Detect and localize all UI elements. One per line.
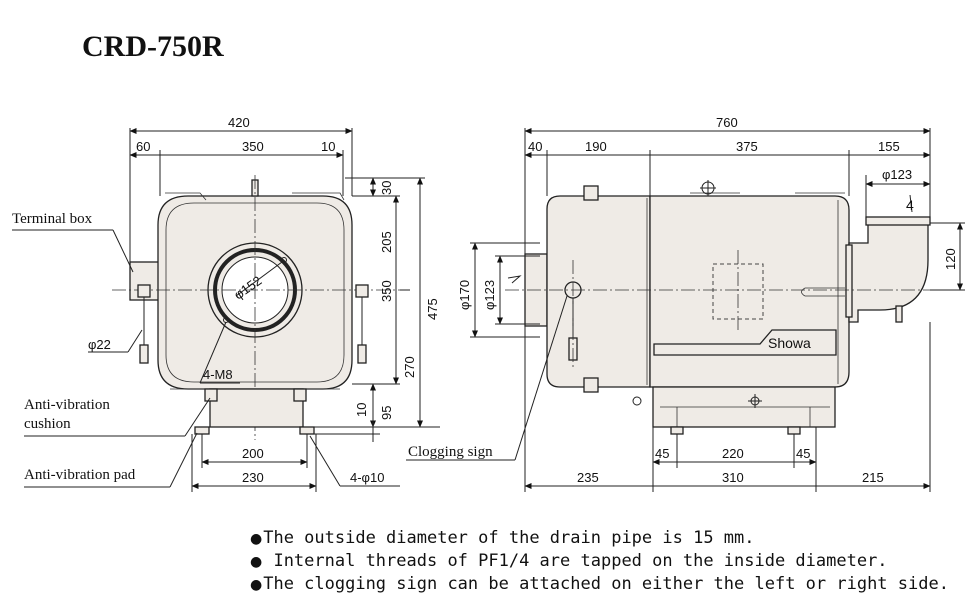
drain-diameter-label: φ22 <box>88 337 111 352</box>
dim-top-offset: 30 <box>379 181 394 195</box>
dim-right-215: 215 <box>862 470 884 485</box>
bolt-spec-label: 4-M8 <box>203 367 233 382</box>
base-stand <box>209 388 304 428</box>
dim-seg-375: 375 <box>736 139 758 154</box>
outlet-elbow <box>848 222 929 323</box>
dim-overall-width: 420 <box>228 115 250 130</box>
dim-seg-190: 190 <box>585 139 607 154</box>
side-view: 4 <box>406 115 965 492</box>
dim-lower-height: 270 <box>402 356 417 378</box>
dim-right-offset: 10 <box>321 139 335 154</box>
side-body-front <box>546 195 651 388</box>
clogging-sign-label: Clogging sign <box>408 444 493 460</box>
inlet-inner-label: φ123 <box>482 280 497 310</box>
dim-outlet-height: 120 <box>943 248 958 270</box>
dim-body-height: 350 <box>379 280 394 302</box>
outlet-diameter-label: φ123 <box>882 167 912 182</box>
notes-list: The outside diameter of the drain pipe i… <box>250 527 949 596</box>
note-item: The outside diameter of the drain pipe i… <box>250 527 949 550</box>
hole-spec-label: 4-φ10 <box>350 470 384 485</box>
dim-upper-height: 205 <box>379 231 394 253</box>
page-title: CRD-750R <box>82 30 224 63</box>
dim-foot-220: 220 <box>722 446 744 461</box>
dim-left-offset: 60 <box>136 139 150 154</box>
svg-text:4: 4 <box>906 197 914 213</box>
dim-pad-outer: 230 <box>242 470 264 485</box>
note-item: Internal threads of PF1/4 are tapped on … <box>250 550 949 573</box>
dim-cushion-gap: 10 <box>354 403 369 417</box>
dim-total-height: 475 <box>425 298 440 320</box>
anti-vibration-pad-label: Anti-vibration pad <box>24 467 136 483</box>
front-view: 420 60 350 10 30 205 350 475 270 10 95 2… <box>12 115 440 492</box>
dim-body-width: 350 <box>242 139 264 154</box>
dim-seg-40: 40 <box>528 139 542 154</box>
dim-pad-inner: 200 <box>242 446 264 461</box>
anti-vibration-pad <box>194 426 210 435</box>
dim-foot-45-right: 45 <box>796 446 810 461</box>
showa-badge <box>653 329 837 356</box>
dim-seg-155: 155 <box>878 139 900 154</box>
anti-vibration-cushion <box>204 388 218 402</box>
note-item: The clogging sign can be attached on eit… <box>250 573 949 596</box>
terminal-box-label: Terminal box <box>12 211 93 227</box>
dim-overall-length: 760 <box>716 115 738 130</box>
anti-vibration-cushion-label-1: Anti-vibration <box>24 397 110 413</box>
dim-mid-310: 310 <box>722 470 744 485</box>
anti-vibration-cushion-label-2: cushion <box>24 416 71 432</box>
dim-left-235: 235 <box>577 470 599 485</box>
dim-foot-45-left: 45 <box>655 446 669 461</box>
side-body-rear <box>649 195 850 388</box>
brand-label: Showa <box>768 335 811 351</box>
dim-base-height: 95 <box>379 406 394 420</box>
inlet-outer-label: φ170 <box>457 280 472 310</box>
